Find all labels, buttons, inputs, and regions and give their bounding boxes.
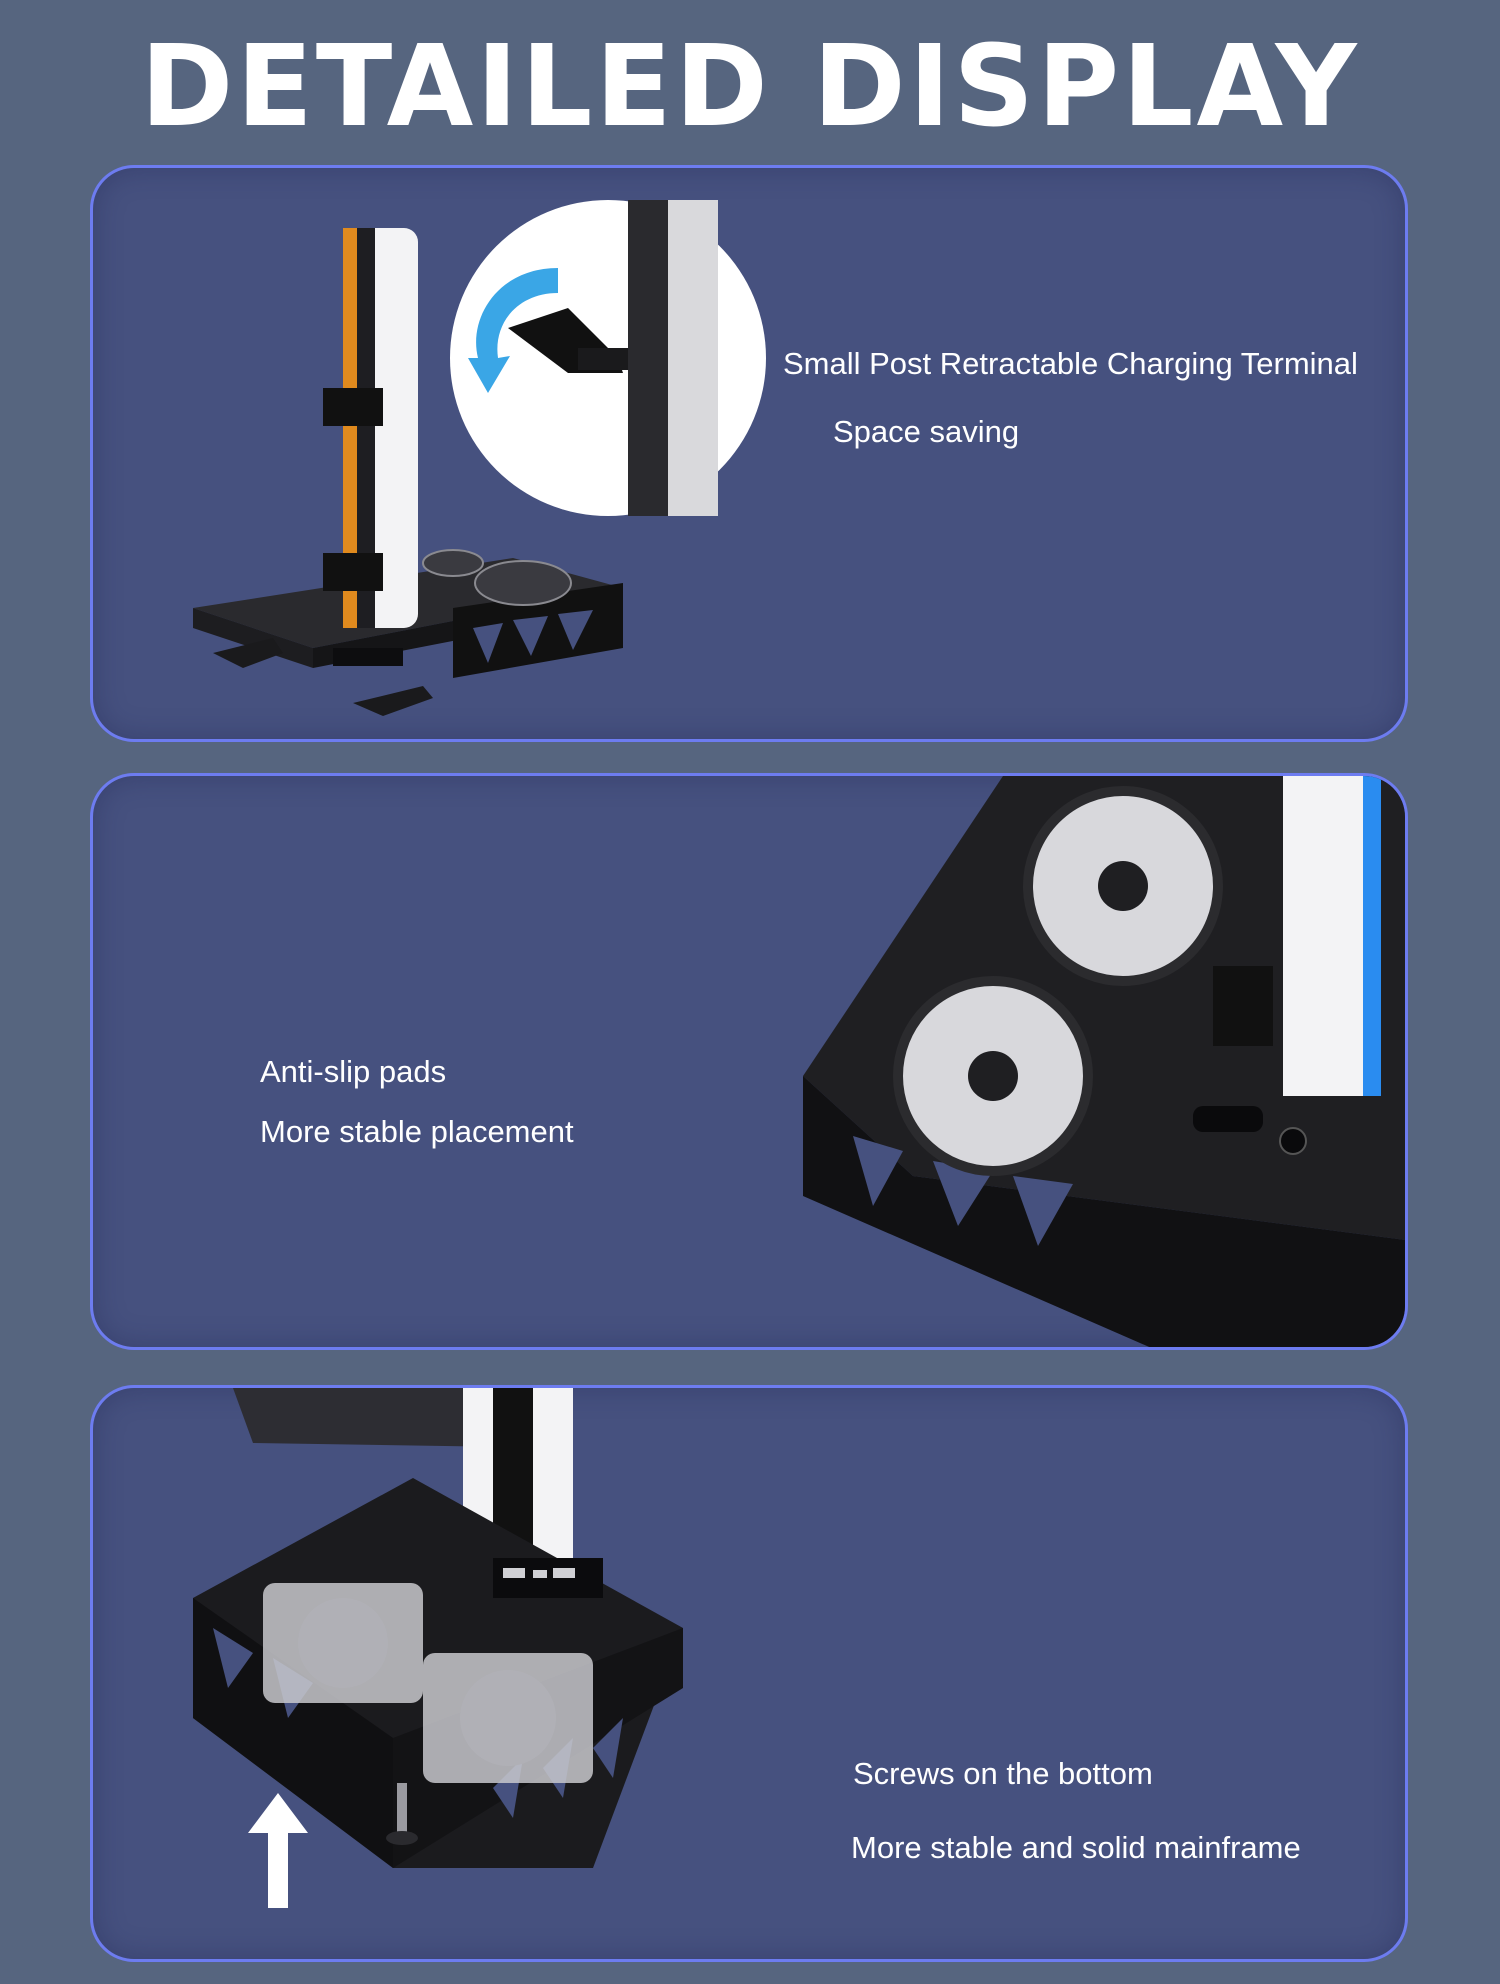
caption-charging-terminal: Small Post Retractable Charging Terminal xyxy=(783,346,1358,381)
caption-solid-mainframe: More stable and solid mainframe xyxy=(851,1830,1301,1865)
caption-stable-placement: More stable placement xyxy=(260,1114,574,1149)
feature-panel-charging-terminal: Small Post Retractable Charging Terminal… xyxy=(90,165,1408,742)
caption-anti-slip-pads: Anti-slip pads xyxy=(260,1054,447,1089)
feature-panel-anti-slip: Anti-slip pads More stable placement xyxy=(90,773,1408,1350)
charging-terminal-zoom-image xyxy=(450,200,766,516)
base-underside-image xyxy=(193,1388,683,1908)
base-fans-image xyxy=(803,776,1405,1347)
console-stand-image xyxy=(193,228,623,716)
page-title: DETAILED DISPLAY xyxy=(140,22,1360,152)
caption-space-saving: Space saving xyxy=(833,414,1020,449)
feature-panel-screws: Screws on the bottom More stable and sol… xyxy=(90,1385,1408,1962)
caption-screws-bottom: Screws on the bottom xyxy=(853,1756,1153,1791)
